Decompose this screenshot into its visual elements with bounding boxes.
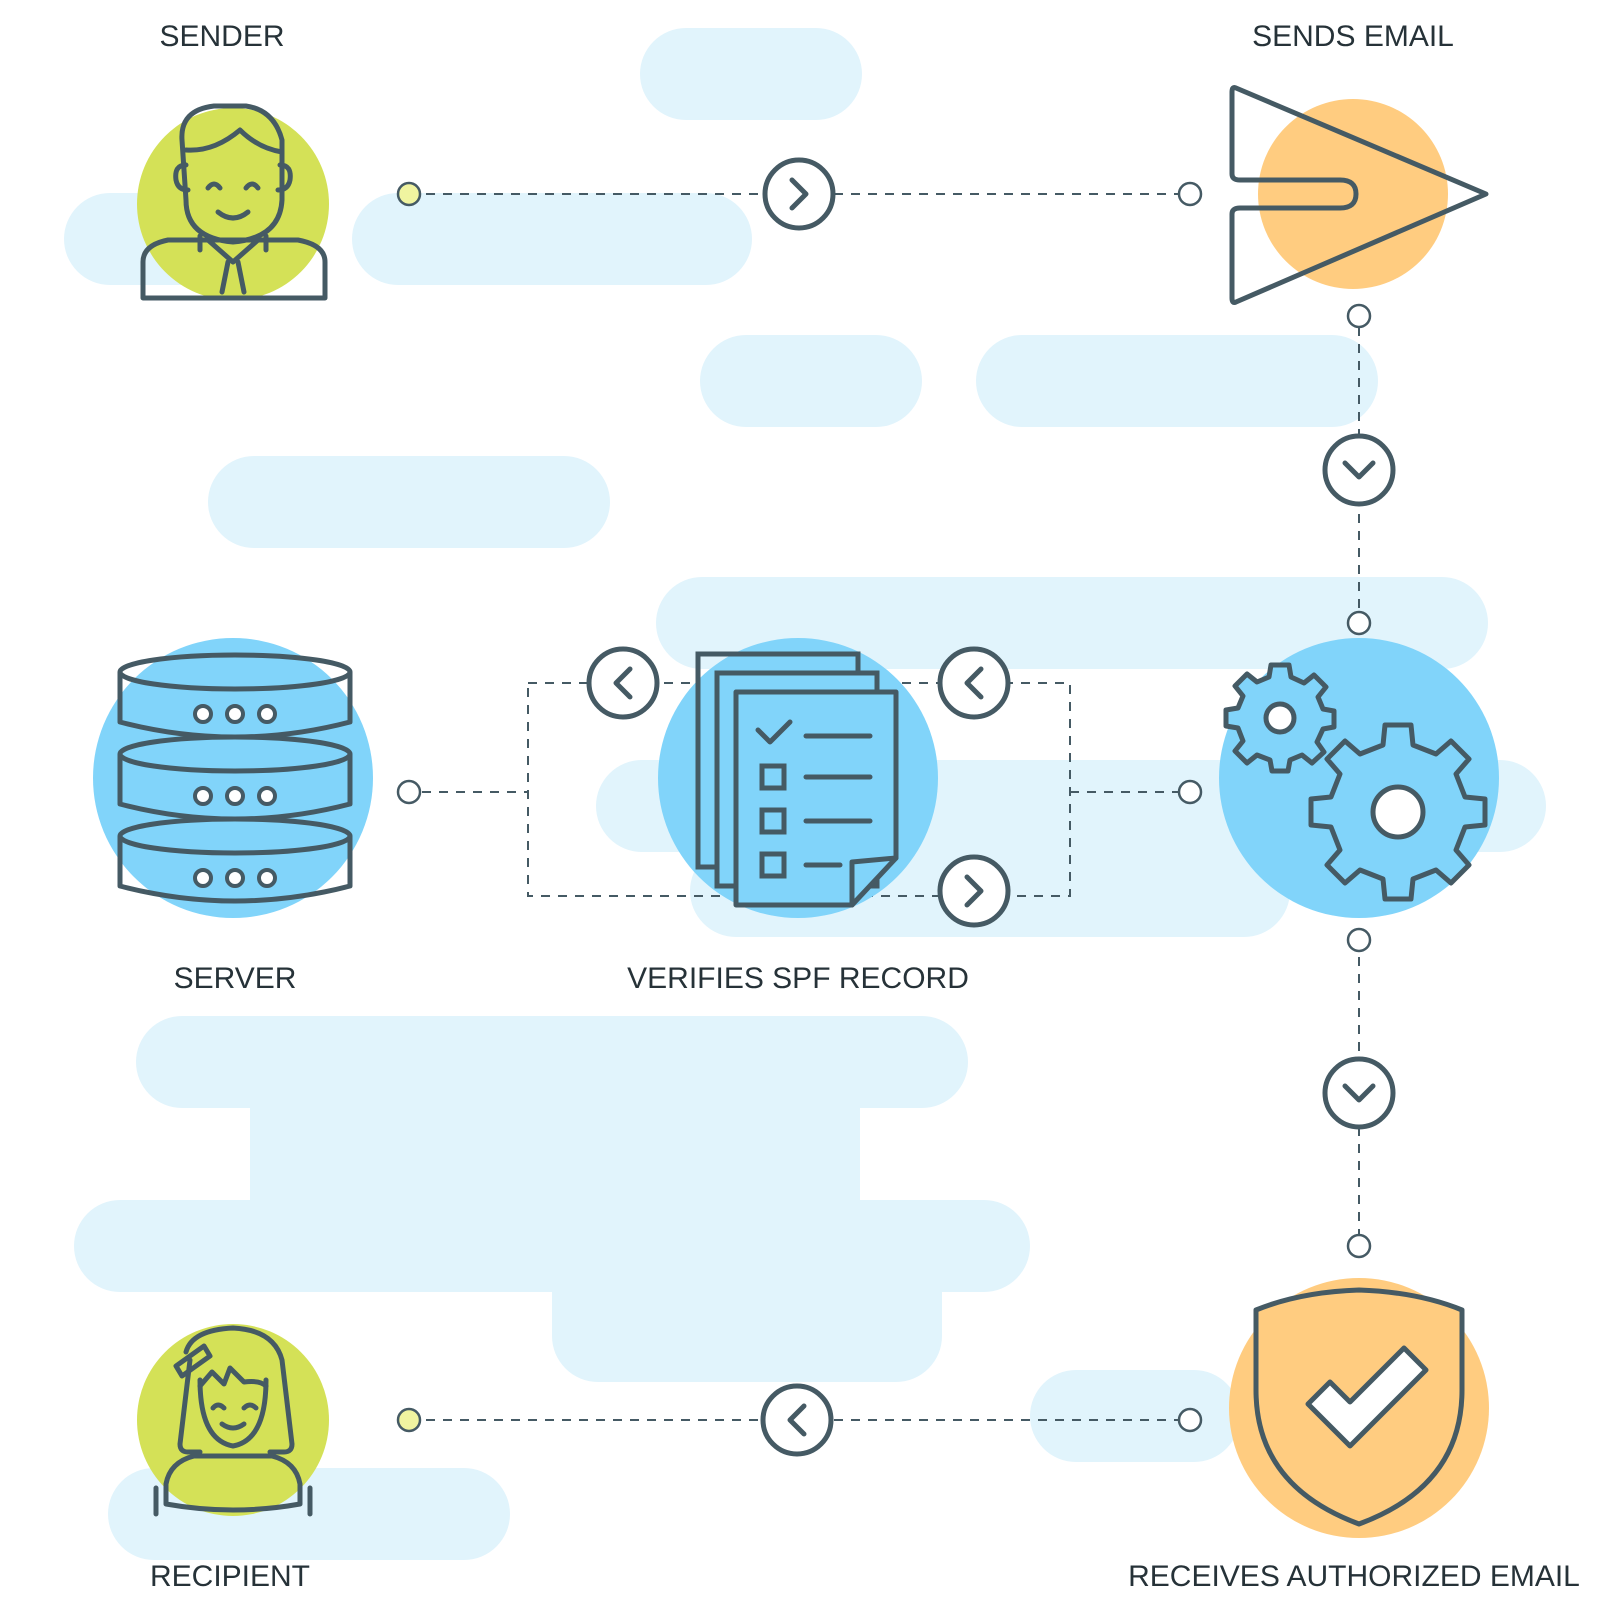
label-sends-email: SENDS EMAIL — [1252, 20, 1454, 53]
arrow-left-button-spf-right[interactable] — [937, 646, 1011, 720]
chevron-right-icon — [964, 874, 984, 908]
shield-check-icon — [1229, 1278, 1489, 1538]
chevron-down-icon — [1342, 460, 1376, 480]
label-sender: SENDER — [159, 20, 284, 53]
server-database-icon — [93, 638, 373, 918]
node-send-in — [1177, 181, 1203, 207]
label-recipient: RECIPIENT — [150, 1560, 310, 1593]
chevron-down-icon — [1342, 1083, 1376, 1103]
checklist-document-icon — [658, 638, 938, 918]
arrow-down-button-upper[interactable] — [1322, 433, 1396, 507]
chevron-left-icon — [613, 666, 633, 700]
label-verifies-spf-record: VERIFIES SPF RECORD — [627, 962, 969, 995]
gears-icon — [1219, 638, 1499, 918]
node-shield-in — [1346, 1233, 1372, 1259]
node-recipient-in — [396, 1407, 422, 1433]
sender-person-icon — [137, 103, 329, 301]
arrow-right-button-spf[interactable] — [937, 854, 1011, 928]
arrow-right-button-top[interactable] — [762, 157, 836, 231]
node-server-out — [396, 779, 422, 805]
send-icon — [1229, 85, 1489, 305]
arrow-left-button-bottom[interactable] — [760, 1383, 834, 1457]
arrow-down-button-lower[interactable] — [1322, 1056, 1396, 1130]
label-receives-authorized-email: RECEIVES AUTHORIZED EMAIL — [1128, 1560, 1580, 1593]
node-gears-out — [1346, 927, 1372, 953]
chevron-right-icon — [789, 177, 809, 211]
node-sender-out — [396, 181, 422, 207]
node-shield-out — [1177, 1407, 1203, 1433]
node-gears-in — [1346, 610, 1372, 636]
node-gears-left — [1177, 779, 1203, 805]
arrow-left-button-spf-left[interactable] — [586, 646, 660, 720]
connector-nodes — [396, 181, 1372, 1433]
recipient-person-icon — [137, 1324, 329, 1517]
label-server: SERVER — [174, 962, 297, 995]
node-send-out — [1346, 303, 1372, 329]
chevron-left-icon — [964, 666, 984, 700]
chevron-left-icon — [787, 1403, 807, 1437]
